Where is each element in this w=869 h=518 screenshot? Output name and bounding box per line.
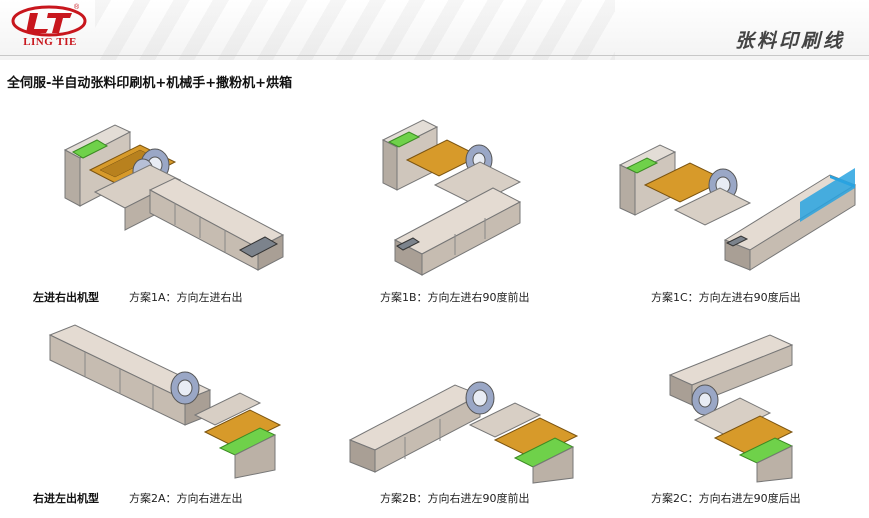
header-band: [0, 0, 869, 60]
machine-drawing-1b: [381, 119, 522, 276]
scheme-label-2a: 方案2A：方向右进左出: [129, 492, 243, 505]
machine-drawing-1c: [618, 144, 857, 271]
row-label-left-in-right-out: 左进右出机型: [33, 291, 99, 304]
scheme-label-1c: 方案1C：方向左进右90度后出: [651, 291, 801, 304]
header-divider: [0, 55, 869, 56]
page-title: 张料印刷线: [734, 30, 845, 52]
scheme-label-2b: 方案2B：方向右进左90度前出: [380, 492, 530, 505]
machine-drawing-1a: [63, 124, 285, 271]
brand-logo: [11, 5, 87, 37]
registered-mark: ®: [74, 4, 80, 11]
page-subtitle: 全伺服-半自动张料印刷机+机械手+撒粉机+烘箱: [7, 76, 293, 91]
row-label-right-in-left-out: 右进左出机型: [33, 492, 99, 505]
machine-drawing-2c: [668, 334, 794, 483]
scheme-label-1a: 方案1A：方向左进右出: [129, 291, 243, 304]
scheme-label-1b: 方案1B：方向左进右90度前出: [380, 291, 530, 304]
brand-name: LING TIE: [23, 36, 77, 48]
machine-drawing-2b: [348, 381, 579, 484]
header-decoration: [95, 0, 615, 60]
machine-drawing-2a: [48, 324, 282, 479]
scheme-label-2c: 方案2C：方向右进左90度后出: [651, 492, 801, 505]
